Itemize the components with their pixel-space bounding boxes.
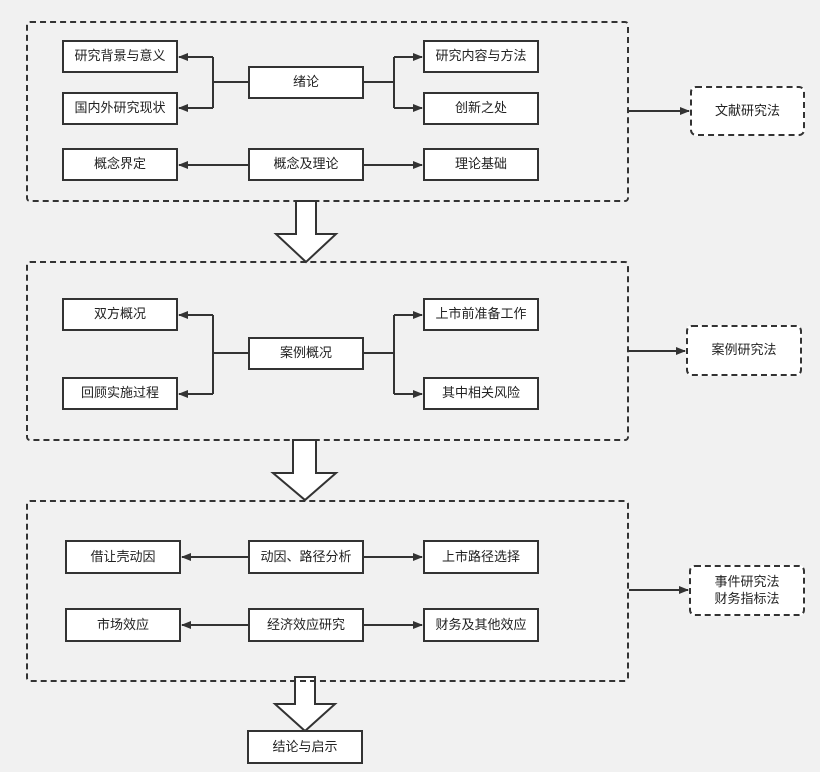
box-intro-left-2: 国内外研究现状 [62,92,178,125]
box-concept-left: 概念界定 [62,148,178,181]
box-effect-right: 财务及其他效应 [423,608,539,642]
box-case-left-2: 回顾实施过程 [62,377,178,410]
box-concept-center: 概念及理论 [248,148,364,181]
method-label: 文献研究法 [714,103,780,119]
method-box-1: 文献研究法 [690,86,805,136]
method-label-1: 事件研究法 [714,574,780,590]
box-conclusion: 结论与启示 [247,730,363,764]
method-box-3: 事件研究法 财务指标法 [689,565,805,616]
box-intro-left-1: 研究背景与意义 [62,40,178,73]
box-case-right-2: 其中相关风险 [423,377,539,410]
box-motive-right: 上市路径选择 [423,540,539,574]
section-analysis [26,500,629,682]
box-concept-right: 理论基础 [423,148,539,181]
box-effect-center: 经济效应研究 [248,608,364,642]
down-arrow-2 [270,439,339,502]
box-case-right-1: 上市前准备工作 [423,298,539,331]
section-introduction [26,21,629,202]
box-case-left-1: 双方概况 [62,298,178,331]
box-case-center: 案例概况 [248,337,364,370]
box-intro-right-1: 研究内容与方法 [423,40,539,73]
method-label-2: 财务指标法 [714,591,780,607]
box-motive-center: 动因、路径分析 [248,540,364,574]
box-effect-left: 市场效应 [65,608,181,642]
box-intro-right-2: 创新之处 [423,92,539,125]
down-arrow-1 [273,200,339,264]
section-case [26,261,629,441]
method-box-2: 案例研究法 [686,325,802,376]
box-intro-center: 绪论 [248,66,364,99]
down-arrow-3 [272,676,338,733]
box-motive-left: 借让壳动因 [65,540,181,574]
method-label: 案例研究法 [711,343,777,358]
